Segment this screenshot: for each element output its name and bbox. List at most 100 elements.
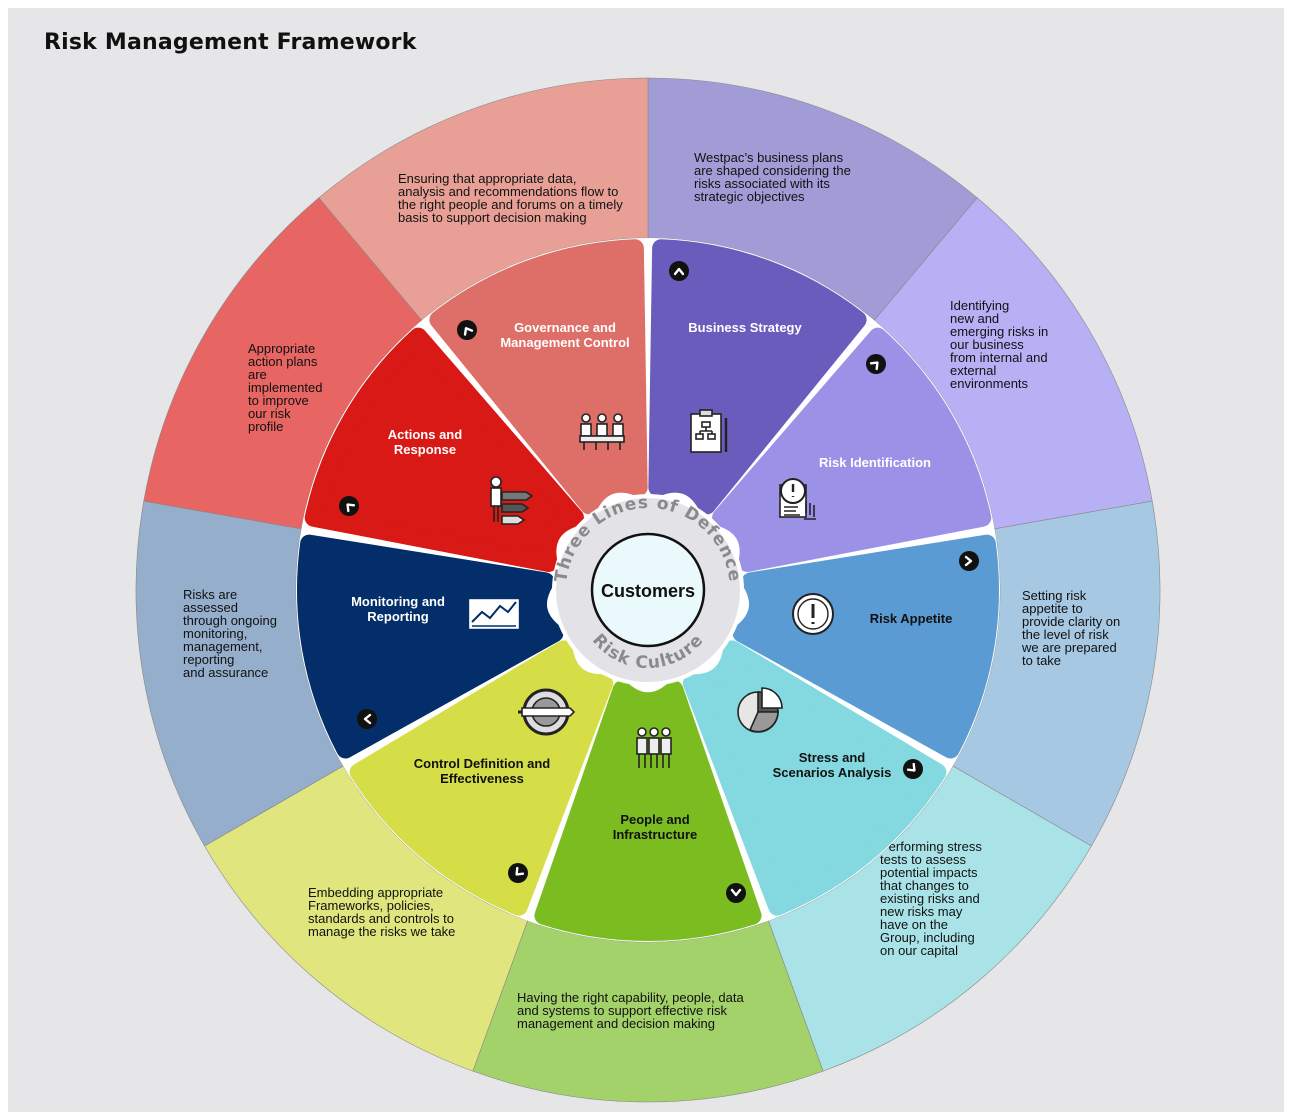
description-line: basis to support decision making	[398, 210, 587, 225]
description-line: we are prepared	[1021, 640, 1117, 655]
description-line: implemented	[248, 380, 322, 395]
description-line: potential impacts	[880, 865, 978, 880]
chevron-icon	[726, 883, 746, 903]
description-line: environments	[950, 376, 1029, 391]
description-line: Identifying	[950, 298, 1009, 313]
people-group-icon	[636, 727, 672, 768]
segment-label-line: Infrastructure	[613, 827, 698, 842]
description-line: manage the risks we take	[308, 924, 455, 939]
customers-label: Customers	[601, 581, 695, 601]
description-people-infrastructure: Having the right capability, people, dat…	[517, 990, 744, 1031]
segment-label-risk-appetite: Risk Appetite	[870, 611, 953, 626]
description-line: the right people and forums on a timely	[398, 197, 623, 212]
exclamation-circle-icon	[792, 593, 834, 635]
description-line: external	[950, 363, 996, 378]
segment-label-line: People and	[620, 812, 689, 827]
description-line: tests to assess	[880, 852, 966, 867]
segment-shape-people-infrastructure[interactable]	[534, 680, 762, 941]
gear-pencil-icon	[518, 688, 576, 736]
description-line: monitoring,	[183, 626, 247, 641]
description-line: new and	[950, 311, 999, 326]
segment-label-line: Control Definition and	[414, 756, 551, 771]
chevron-icon	[903, 759, 923, 779]
description-line: Embedding appropriate	[308, 885, 443, 900]
description-line: Appropriate	[248, 341, 315, 356]
description-line: have on the	[880, 917, 948, 932]
description-line: to improve	[248, 393, 309, 408]
chevron-icon	[457, 320, 477, 340]
segment-shape-monitoring-reporting[interactable]	[297, 534, 564, 759]
description-line: to take	[1022, 653, 1061, 668]
chevron-icon	[508, 863, 528, 883]
segment-label-line: Monitoring and	[351, 594, 445, 609]
segment-risk-appetite[interactable]: Risk Appetite	[732, 534, 999, 759]
description-line: management and decision making	[517, 1016, 715, 1031]
description-line: analysis and recommendations flow to	[398, 184, 618, 199]
alert-document-hand-icon	[779, 478, 816, 520]
chevron-icon	[866, 354, 886, 374]
description-line: Group, including	[880, 930, 975, 945]
segment-business-strategy[interactable]: Business Strategy	[648, 239, 867, 515]
description-line: on our capital	[880, 943, 958, 958]
description-line: appetite to	[1022, 601, 1083, 616]
description-line: assessed	[183, 600, 238, 615]
description-line: our business	[950, 337, 1024, 352]
description-line: new risks may	[880, 904, 963, 919]
customers-circle	[590, 532, 706, 648]
segment-label-business-strategy: Business Strategy	[688, 320, 802, 335]
description-line: Frameworks, policies,	[308, 898, 434, 913]
description-line: that changes to	[880, 878, 969, 893]
description-line: our risk	[248, 406, 291, 421]
org-chart-clipboard-icon	[690, 409, 728, 453]
pie-chart-icon	[737, 687, 783, 733]
description-line: risks associated with its	[694, 176, 830, 191]
description-line: from internal and	[950, 350, 1048, 365]
description-line: management,	[183, 639, 263, 654]
segment-label-line: Reporting	[367, 609, 428, 624]
segment-label-line: Governance and	[514, 320, 616, 335]
description-line: emerging risks in	[950, 324, 1048, 339]
description-line: standards and controls to	[308, 911, 454, 926]
segment-risk-identification[interactable]: Risk Identification	[712, 327, 992, 572]
description-line: are	[248, 367, 267, 382]
line-chart-icon	[469, 599, 519, 629]
description-line: strategic objectives	[694, 189, 805, 204]
segment-label-line: Response	[394, 442, 456, 457]
segment-label-line: Business Strategy	[688, 320, 802, 335]
segment-label-line: Scenarios Analysis	[773, 765, 892, 780]
segment-shape-risk-appetite[interactable]	[732, 534, 999, 759]
presenter-arrows-icon	[490, 476, 534, 525]
description-governance: Ensuring that appropriate data,analysis …	[398, 171, 623, 225]
chevron-icon	[669, 261, 689, 281]
description-line: provide clarity on	[1022, 614, 1120, 629]
description-line: action plans	[248, 354, 318, 369]
segment-label-line: Risk Appetite	[870, 611, 953, 626]
segment-label-line: Management Control	[500, 335, 629, 350]
segment-label-line: Risk Identification	[819, 455, 931, 470]
description-line: the level of risk	[1022, 627, 1109, 642]
description-line: are shaped considering the	[694, 163, 851, 178]
description-line: and systems to support effective risk	[517, 1003, 728, 1018]
description-line: reporting	[183, 652, 234, 667]
segment-label-risk-identification: Risk Identification	[819, 455, 931, 470]
description-line: Having the right capability, people, dat…	[517, 990, 744, 1005]
description-line: Westpac’s business plans	[694, 150, 844, 165]
